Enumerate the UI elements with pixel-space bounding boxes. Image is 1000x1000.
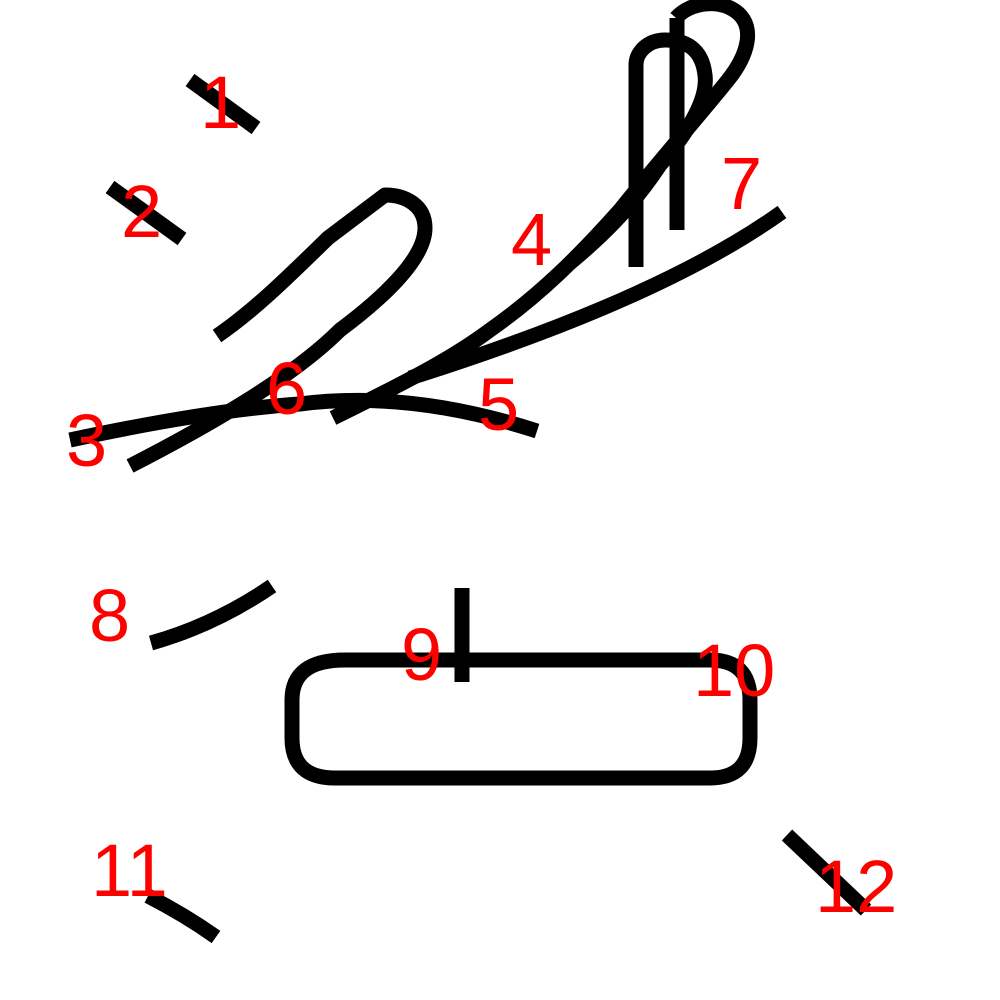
label-11: 11 — [91, 829, 168, 912]
stroke-1 — [185, 73, 261, 135]
label-2: 2 — [121, 170, 162, 253]
label-5: 5 — [478, 363, 519, 446]
strokes — [68, 0, 872, 944]
stroke-10-rounded-rect — [284, 652, 758, 786]
stroke-5 — [565, 32, 713, 269]
stroke-12 — [781, 829, 872, 916]
label-7: 7 — [721, 142, 762, 225]
label-10: 10 — [693, 629, 775, 712]
number-labels: 1 2 3 4 5 6 7 8 9 10 11 12 — [66, 61, 897, 928]
label-1: 1 — [200, 61, 241, 144]
stroke-7 — [407, 205, 787, 386]
stroke-2 — [105, 180, 187, 246]
stroke-6 — [126, 187, 433, 473]
label-4: 4 — [511, 198, 552, 281]
label-9: 9 — [401, 613, 442, 696]
stroke-8 — [148, 579, 277, 651]
label-6: 6 — [266, 347, 307, 430]
stroke-11 — [144, 889, 221, 944]
label-8: 8 — [89, 574, 130, 657]
label-12: 12 — [815, 845, 897, 928]
stroke-3 — [68, 392, 540, 448]
label-3: 3 — [66, 399, 107, 482]
